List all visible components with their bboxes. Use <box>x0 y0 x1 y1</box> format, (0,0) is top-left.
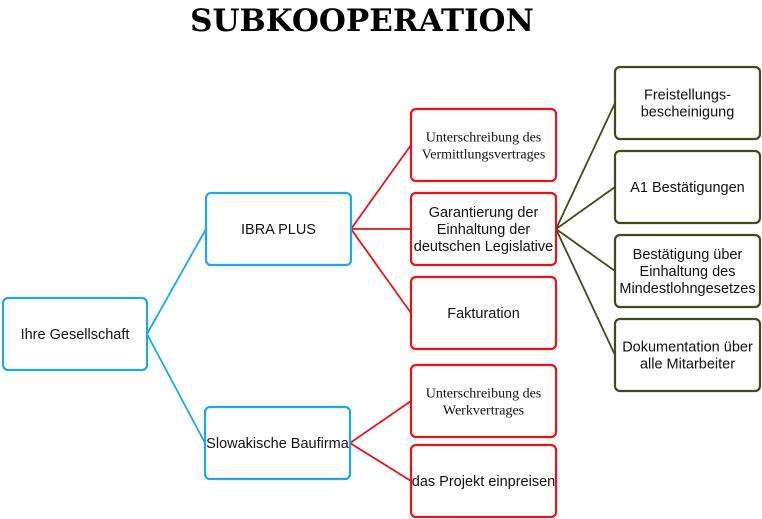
node-label-garant-line-1: Garantierung der <box>429 205 539 221</box>
node-label-frei-line-2: bescheinigung <box>641 104 735 120</box>
node-box-slowak <box>203 405 352 481</box>
node-box-werk <box>409 363 558 439</box>
node-label-verm-line-1: Unterschreibung des <box>426 130 541 145</box>
connector-garant-to-mindest <box>555 228 616 272</box>
node-label-garant-line-2: Einhaltung der <box>437 222 531 238</box>
node-label-werk-line-1: Unterschreibung des <box>426 386 541 401</box>
connector-slowak-to-projekt <box>349 442 412 482</box>
connector-ibra-to-fakt <box>350 228 412 314</box>
node-box-projekt <box>409 443 558 519</box>
node-label-fakt-line-1: Fakturation <box>447 306 520 322</box>
connector-slowak-to-werk <box>349 400 412 444</box>
connector-garant-to-doku <box>555 228 616 356</box>
node-label-mindest-line-3: Mindestlohngesetzes <box>619 281 755 297</box>
node-box-garant <box>409 191 558 267</box>
node-root: Ihre Gesellschaft <box>1 296 149 372</box>
connector-root-to-ibra <box>146 228 207 335</box>
node-label-root-line-1: Ihre Gesellschaft <box>21 327 130 343</box>
connector-lines <box>146 102 616 482</box>
node-box-fakt <box>409 275 558 351</box>
node-label-werk-line-2: Werkvertrages <box>443 403 524 418</box>
node-box-root <box>1 296 149 372</box>
node-a1: A1 Bestätigungen <box>613 149 762 225</box>
diagram-title: SUBKOOPERATION <box>190 3 534 39</box>
node-box-verm <box>409 107 558 183</box>
node-label-frei-line-1: Freistellungs- <box>644 87 731 103</box>
node-frei: Freistellungs-bescheinigung <box>613 65 762 141</box>
node-label-ibra-line-1: IBRA PLUS <box>241 222 316 238</box>
node-label-doku-line-1: Dokumentation über <box>622 339 753 355</box>
node-slowak: Slowakische Baufirma <box>203 405 352 481</box>
node-ibra: IBRA PLUS <box>204 191 353 267</box>
node-label-doku-line-2: alle Mitarbeiter <box>640 356 735 372</box>
connector-garant-to-a1 <box>555 186 616 230</box>
node-label-garant-line-3: deutschen Legislative <box>414 239 553 255</box>
node-label-mindest-line-1: Bestätigung über <box>633 247 743 263</box>
connector-ibra-to-verm <box>350 144 412 230</box>
node-fakt: Fakturation <box>409 275 558 351</box>
node-label-slowak-line-1: Slowakische Baufirma <box>206 436 350 452</box>
node-box-ibra <box>204 191 353 267</box>
node-label-projekt-line-1: das Projekt einpreisen <box>412 474 555 490</box>
node-label-verm-line-2: Vermittlungsvertrages <box>422 147 546 162</box>
node-label-mindest-line-2: Einhaltung des <box>640 264 736 280</box>
connector-garant-to-frei <box>555 102 616 230</box>
node-label-a1-line-1: A1 Bestätigungen <box>630 180 744 196</box>
connector-root-to-slowak <box>146 333 206 444</box>
node-box-mindest <box>613 233 762 309</box>
node-projekt: das Projekt einpreisen <box>409 443 558 519</box>
node-box-doku <box>613 317 762 393</box>
node-box-frei <box>613 65 762 141</box>
diagram-nodes: Ihre Gesellschaft IBRA PLUS Slowakische Ba… <box>1 65 762 519</box>
node-box-a1 <box>613 149 762 225</box>
